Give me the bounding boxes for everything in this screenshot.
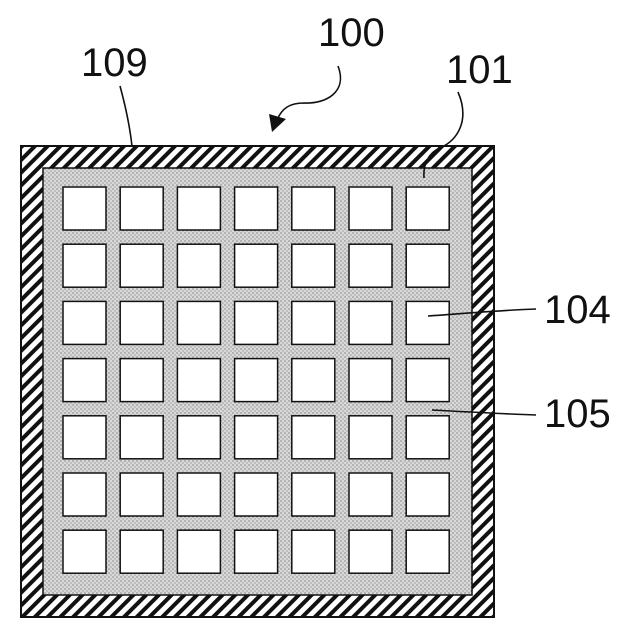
- pixel-cell: [292, 187, 335, 230]
- pixel-cell: [177, 244, 220, 287]
- label-device-100: 100: [318, 11, 385, 55]
- pixel-cell: [406, 244, 449, 287]
- pixel-cell: [63, 301, 106, 344]
- pixel-cell: [177, 301, 220, 344]
- pixel-cell: [235, 530, 278, 573]
- pixel-cell: [292, 530, 335, 573]
- pixel-cell: [406, 187, 449, 230]
- pixel-cell-grid: [63, 187, 449, 573]
- pixel-cell: [406, 301, 449, 344]
- pixel-cell: [235, 416, 278, 459]
- pixel-cell: [63, 359, 106, 402]
- label-frame-109: 109: [81, 41, 148, 85]
- pixel-cell: [349, 301, 392, 344]
- pixel-cell: [177, 416, 220, 459]
- pixel-cell: [235, 187, 278, 230]
- leader-line-109: [120, 86, 132, 146]
- pixel-cell: [406, 416, 449, 459]
- pixel-cell: [177, 187, 220, 230]
- pixel-cell: [349, 416, 392, 459]
- pixel-cell: [349, 244, 392, 287]
- pixel-cell: [406, 473, 449, 516]
- pixel-cell: [63, 187, 106, 230]
- pixel-cell: [349, 530, 392, 573]
- pixel-cell: [235, 473, 278, 516]
- pixel-cell: [177, 530, 220, 573]
- pixel-cell: [235, 244, 278, 287]
- pixel-cell: [63, 530, 106, 573]
- pixel-cell: [235, 301, 278, 344]
- pixel-cell: [292, 244, 335, 287]
- pixel-cell: [177, 473, 220, 516]
- pixel-cell: [120, 359, 163, 402]
- label-substrate-101: 101: [446, 48, 513, 92]
- pixel-cell: [292, 301, 335, 344]
- pixel-cell: [406, 359, 449, 402]
- pixel-cell: [120, 530, 163, 573]
- pixel-cell: [120, 416, 163, 459]
- pixel-cell: [349, 359, 392, 402]
- pixel-cell: [120, 473, 163, 516]
- device-arrow: [277, 66, 340, 120]
- pixel-cell: [177, 359, 220, 402]
- pixel-cell: [292, 416, 335, 459]
- pixel-cell: [292, 473, 335, 516]
- label-gap-105: 105: [544, 392, 611, 436]
- pixel-cell: [120, 301, 163, 344]
- label-pixel-104: 104: [544, 288, 611, 332]
- pixel-cell: [120, 187, 163, 230]
- pixel-cell: [235, 359, 278, 402]
- pixel-cell: [63, 416, 106, 459]
- pixel-cell: [349, 187, 392, 230]
- pixel-cell: [292, 359, 335, 402]
- pixel-cell: [63, 244, 106, 287]
- device-arrowhead: [269, 114, 286, 132]
- pixel-cell: [63, 473, 106, 516]
- pixel-cell: [349, 473, 392, 516]
- pixel-cell: [120, 244, 163, 287]
- pixel-cell: [406, 530, 449, 573]
